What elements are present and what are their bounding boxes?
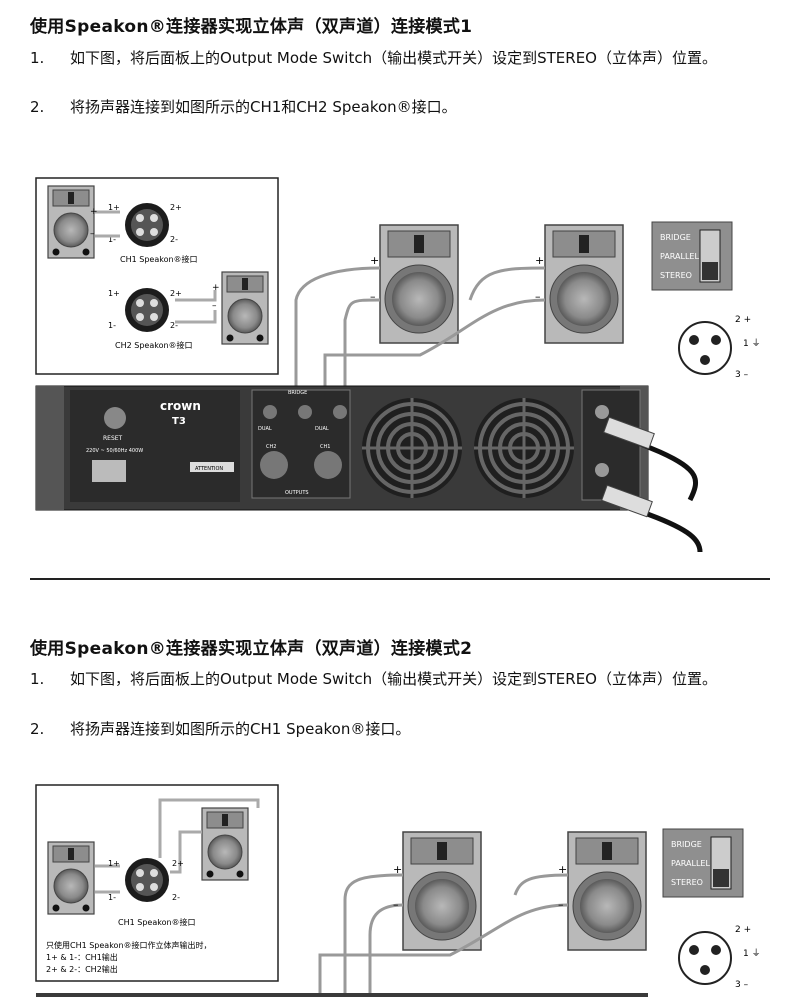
outputs-label: OUTPUTS	[285, 490, 309, 496]
pin-label: 2+	[170, 203, 182, 212]
speaker-left	[379, 224, 459, 344]
channel-label: CH1	[320, 444, 330, 450]
switch-option: BRIDGE	[671, 840, 702, 849]
step-number: 2.	[30, 98, 45, 116]
ch2-speakon-label: CH2 Speakon®接口	[115, 340, 193, 350]
section2-step2: 2. 将扬声器连接到如图所示的CH1 Speakon®接口。	[30, 719, 770, 741]
step-text: 如下图，将后面板上的Output Mode Switch（输出模式开关）设定到S…	[70, 49, 717, 67]
pin-label: 1+	[108, 203, 120, 212]
pin-label: 1+	[108, 289, 120, 298]
plus-sign: +	[212, 283, 220, 293]
xlr-connector	[678, 321, 732, 375]
plus-sign: +	[558, 863, 567, 876]
pin-label: 1+	[108, 859, 120, 868]
reset-label: RESET	[103, 435, 123, 442]
channel-label: CH2	[266, 444, 276, 450]
section1-step2: 2. 将扬声器连接到如图所示的CH1和CH2 Speakon®接口。	[30, 97, 770, 119]
ch1-speakon-label: CH1 Speakon®接口	[118, 917, 196, 927]
ch1-speakon-jack-2	[125, 858, 169, 902]
section1-step1: 1. 如下图，将后面板上的Output Mode Switch（输出模式开关）设…	[30, 48, 770, 92]
fan-right	[472, 396, 576, 500]
inset-speaker-ch2	[221, 271, 269, 345]
mode-label: DUAL	[315, 426, 329, 432]
speaker-right-2	[567, 831, 647, 951]
section2-step1: 1. 如下图，将后面板上的Output Mode Switch（输出模式开关）设…	[30, 669, 770, 713]
pin-label: 1-	[108, 893, 116, 902]
switch-option: STEREO	[671, 878, 703, 887]
xlr-pin-label: 2 +	[735, 315, 751, 325]
pin-label: 2-	[170, 235, 178, 244]
speaker-right	[544, 224, 624, 344]
model-label: T3	[172, 416, 186, 427]
amplifier-rear-panel: RESET crown T3 220V ~ 50/60Hz 400W ATTEN…	[35, 385, 649, 511]
xlr-pin-label: 3 –	[735, 370, 749, 380]
xlr-pin-label: 2 +	[735, 925, 751, 935]
step-text: 如下图，将后面板上的Output Mode Switch（输出模式开关）设定到S…	[70, 670, 717, 688]
switch-option: STEREO	[660, 271, 692, 280]
plus-sign: +	[535, 254, 544, 267]
power-rating: 220V ~ 50/60Hz 400W	[86, 448, 143, 454]
xlr-pin-label: 1 ⏚	[743, 948, 761, 959]
minus-sign: –	[558, 898, 564, 911]
section1-title: 使用Speakon®连接器实现立体声（双声道）连接模式1	[30, 17, 473, 37]
plus-sign: +	[370, 254, 379, 267]
note-line: 只使用CH1 Speakon®接口作立体声输出时，	[46, 940, 212, 950]
step-text: 将扬声器连接到如图所示的CH1 Speakon®接口。	[70, 720, 411, 738]
xlr-pin-label: 1 ⏚	[743, 338, 761, 349]
inset-speaker-ch1	[47, 185, 95, 259]
step-number: 1.	[30, 670, 45, 688]
bridge-label: BRIDGE	[288, 390, 307, 396]
attention-label: ATTENTION	[195, 466, 223, 472]
switch-option: PARALLEL	[660, 252, 699, 261]
minus-sign: –	[90, 229, 95, 239]
switch-option: BRIDGE	[660, 233, 691, 242]
ch1-speakon-label: CH1 Speakon®接口	[120, 254, 198, 264]
plus-sign: +	[90, 207, 98, 217]
step-number: 2.	[30, 720, 45, 738]
inset-speaker-1	[47, 841, 95, 915]
mode-label: DUAL	[258, 426, 272, 432]
pin-label: 2-	[170, 321, 178, 330]
pin-label: 2+	[172, 859, 184, 868]
pin-label: 1-	[108, 321, 116, 330]
minus-sign: –	[393, 898, 399, 911]
section-divider	[30, 578, 770, 580]
plus-sign: +	[393, 863, 402, 876]
ch1-speakon-jack	[125, 203, 169, 247]
note-line: 2+ & 2-：CH2输出	[46, 964, 118, 974]
ch2-speakon-jack	[125, 288, 169, 332]
pin-label: 2+	[170, 289, 182, 298]
switch-option: PARALLEL	[671, 859, 710, 868]
amplifier-top-edge-2	[36, 993, 648, 997]
minus-sign: –	[535, 290, 541, 303]
step-number: 1.	[30, 49, 45, 67]
minus-sign: –	[370, 290, 376, 303]
xlr-connector-2	[678, 931, 732, 985]
section2-title: 使用Speakon®连接器实现立体声（双声道）连接模式2	[30, 639, 473, 659]
xlr-pin-label: 3 –	[735, 980, 749, 990]
brand-logo: crown	[160, 399, 201, 413]
pin-label: 2-	[172, 893, 180, 902]
pin-label: 1-	[108, 235, 116, 244]
minus-sign: –	[212, 301, 217, 311]
step-text: 将扬声器连接到如图所示的CH1和CH2 Speakon®接口。	[70, 98, 457, 116]
speaker-left-2	[402, 831, 482, 951]
fan-left	[360, 396, 464, 500]
note-line: 1+ & 1-：CH1输出	[46, 952, 118, 962]
inset-speaker-2	[201, 807, 249, 881]
